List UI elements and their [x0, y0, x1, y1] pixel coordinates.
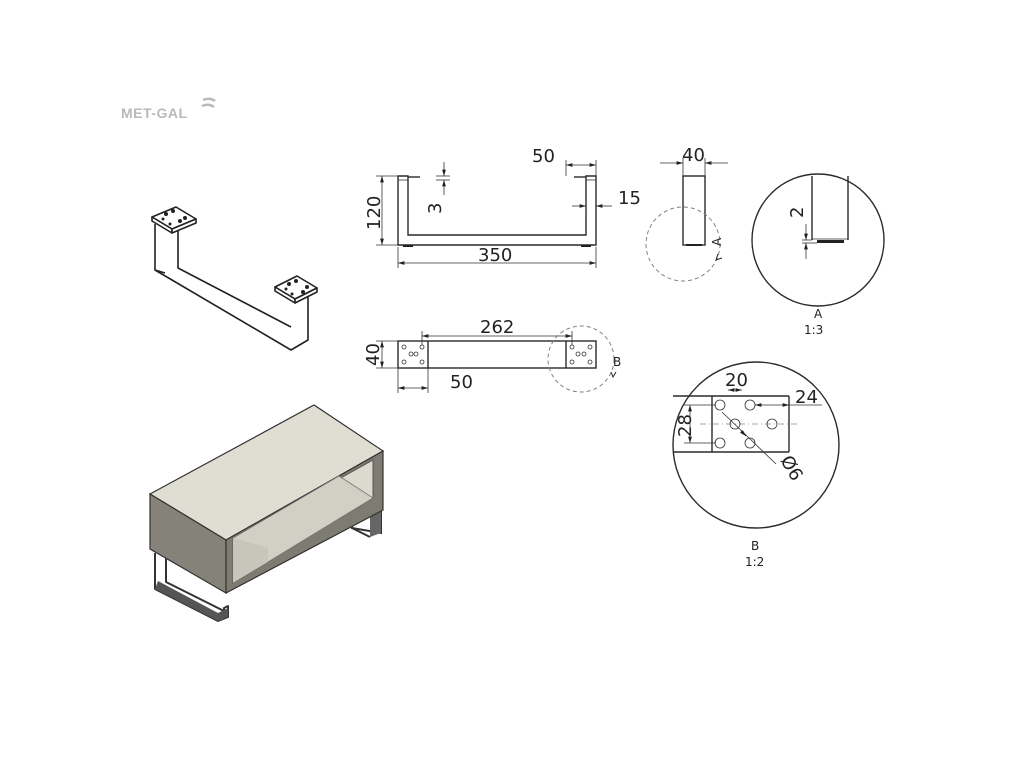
- detail-a-callout-circle: [645, 206, 721, 282]
- logo-swoosh-icon: [201, 97, 216, 109]
- detail-b-edge-dim: 24: [795, 387, 818, 408]
- detail-a-label: A: [814, 307, 823, 321]
- detail-b-y-spacing-dim: 28: [675, 414, 696, 437]
- brand-logo: MET-GAL: [121, 97, 216, 121]
- logo-text: MET-GAL: [121, 105, 188, 121]
- detail-b-ref: B: [613, 355, 621, 369]
- front-width-dim: 350: [478, 245, 512, 266]
- top-plate-dim: 50: [450, 372, 473, 393]
- side-width-dim: 40: [682, 145, 705, 166]
- detail-b-scale: 1:2: [745, 555, 764, 569]
- top-left-holes: [401, 344, 425, 365]
- detail-b-hole-dim: Ø6: [776, 452, 807, 485]
- leg-top-view: 262 40 50 B: [363, 317, 621, 393]
- leg-isometric-view: [151, 206, 318, 351]
- top-hole-span-dim: 262: [480, 317, 514, 338]
- detail-a-scale: 1:3: [804, 323, 823, 337]
- left-mount-plate: [151, 206, 197, 234]
- front-top-flange-dim: 50: [532, 146, 555, 167]
- table-isometric-view: [148, 404, 385, 622]
- top-right-holes: [569, 344, 593, 365]
- top-depth-dim: 40: [363, 343, 384, 366]
- leg-side-view: 40 A: [645, 145, 728, 282]
- detail-a-dim: 2: [787, 207, 808, 218]
- detail-b: 20 24 28 Ø6 B 1:2: [672, 361, 840, 569]
- front-height-dim: 120: [364, 196, 385, 230]
- detail-a-ref: A: [710, 237, 724, 246]
- detail-b-x-spacing-dim: 20: [725, 370, 748, 391]
- detail-a: 2 A 1:3: [751, 173, 885, 337]
- detail-b-label: B: [751, 539, 759, 553]
- leg-front-view: 50 3 120 15 350: [364, 146, 641, 268]
- front-side-dim: 15: [618, 188, 641, 209]
- front-thickness-dim: 3: [425, 203, 446, 214]
- detail-b-callout-circle: [547, 325, 615, 393]
- right-mount-plate: [274, 275, 318, 304]
